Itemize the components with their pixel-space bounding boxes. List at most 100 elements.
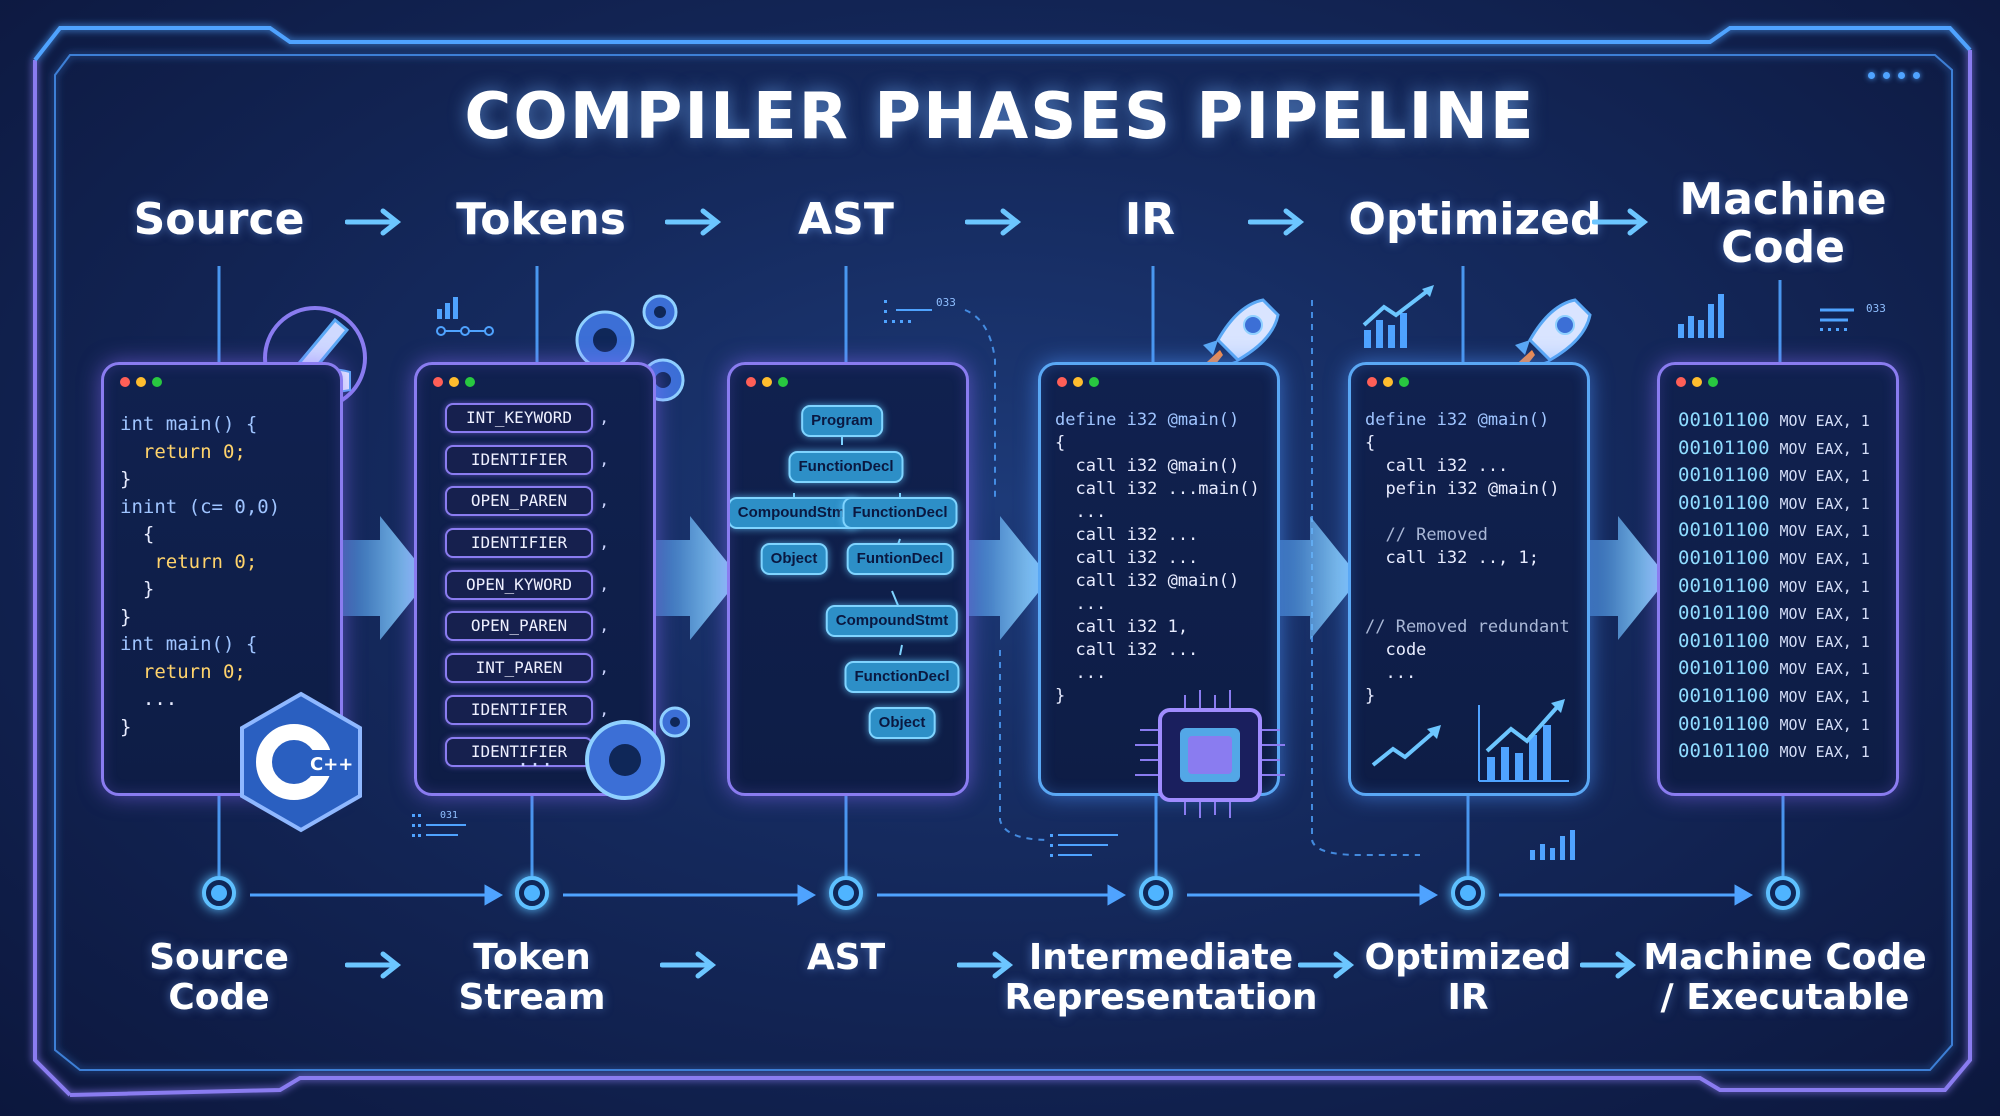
- page-title: COMPILER PHASES PIPELINE: [464, 80, 1536, 154]
- code-line: ...: [1055, 594, 1107, 614]
- code-line: call i32 ...: [1055, 525, 1199, 545]
- ast-node-object-2: Object: [868, 707, 936, 739]
- machine-code-instruction: MOV EAX, 1: [1779, 605, 1870, 624]
- code-line: call i32 @main(): [1055, 571, 1240, 591]
- ast-node-compoundstmt: CompoundStmt: [730, 497, 861, 529]
- machine-code-binary: 00101100: [1678, 657, 1770, 680]
- code-line: inint (c= 0,0): [120, 495, 281, 518]
- code-line: // Removed: [1365, 525, 1488, 545]
- bottom-arrow-3: [957, 951, 1014, 979]
- code-line: ...: [1365, 663, 1417, 683]
- code-line: call i32 ...: [1055, 640, 1199, 660]
- code-line: call i32 .., 1;: [1365, 548, 1539, 568]
- pipeline-node-4: [1139, 876, 1173, 910]
- bottom-stage-machine-code: Machine Code / Executable: [1643, 937, 1927, 1018]
- code-line: call i32 @main(): [1055, 456, 1240, 476]
- top-stage-ir: IR: [1124, 194, 1176, 245]
- code-line: }: [120, 468, 132, 490]
- code-line: [1365, 570, 1581, 593]
- top-arrow-1: [345, 208, 402, 236]
- machine-code-binary: 00101100: [1678, 491, 1770, 514]
- tokens-panel: INT_KEYWORDIDENTIFIEROPEN_PARENIDENTIFIE…: [414, 362, 656, 796]
- machine-code-row: 00101100 MOV EAX, 1: [1678, 407, 1870, 435]
- machine-code-binary: 00101100: [1678, 712, 1770, 735]
- top-arrow-2: [665, 208, 722, 236]
- machine-code-binary: 00101100: [1678, 464, 1770, 487]
- machine-code-binary: 00101100: [1678, 629, 1770, 652]
- pipeline-node-5: [1451, 876, 1485, 910]
- code-line: }: [120, 578, 155, 600]
- code-line: int main() {: [120, 633, 258, 655]
- ast-panel: Program FunctionDecl CompoundStmt Functi…: [727, 362, 969, 796]
- cpu-chip-icon: [1135, 690, 1285, 818]
- machine-code-instruction: MOV EAX, 1: [1779, 577, 1870, 596]
- top-arrow-5: [1592, 208, 1649, 236]
- optimized-code-text: define i32 @main(){ call i32 ... pefin i…: [1365, 409, 1581, 708]
- window-controls: [746, 377, 788, 387]
- code-line: {: [120, 523, 155, 545]
- machine-code-binary: 00101100: [1678, 602, 1770, 625]
- code-line: return 0;: [120, 550, 258, 573]
- bottom-arrow-2: [660, 951, 717, 979]
- bottom-arrow-4: [1298, 951, 1355, 979]
- token-item: IDENTIFIER: [445, 444, 609, 475]
- ast-node-functiondecl-2: FunctionDecl: [842, 497, 958, 529]
- bottom-stage-optimized-ir: Optimized IR: [1364, 937, 1572, 1018]
- optimized-panel: define i32 @main(){ call i32 ... pefin i…: [1348, 362, 1590, 796]
- token-item: OPEN_KYWORD: [445, 569, 609, 600]
- machine-code-instruction: MOV EAX, 1: [1779, 715, 1870, 734]
- code-number-label-3: 031: [440, 810, 458, 821]
- top-stage-tokens: Tokens: [456, 194, 626, 245]
- code-line: pefin i32 @main(): [1365, 479, 1560, 499]
- token-item: INT_KEYWORD: [445, 403, 609, 433]
- top-stage-ast: AST: [798, 194, 894, 245]
- ast-node-functiondecl: FunctionDecl: [788, 451, 904, 483]
- code-line: }: [120, 605, 132, 628]
- small-bars-icon: [1530, 830, 1575, 860]
- code-snippet-icon: 033: [884, 296, 956, 323]
- top-stage-machine-code: Machine Code: [1679, 174, 1887, 274]
- bottom-arrow-5: [1580, 951, 1637, 979]
- code-line: define i32 @main(): [1055, 410, 1240, 430]
- tokens-ellipsis: ...: [517, 747, 554, 771]
- code-line: // Removed redundant: [1365, 617, 1570, 637]
- code-snippet-icon-2: 031: [412, 810, 466, 837]
- machine-code-instruction: MOV EAX, 1: [1779, 412, 1870, 430]
- machine-code-instruction: MOV EAX, 1: [1779, 439, 1870, 458]
- ast-node-funtiondecl: FuntionDecl: [846, 543, 954, 575]
- token-item: OPEN_PAREN: [445, 486, 609, 517]
- window-controls: [1367, 377, 1409, 387]
- machine-code-row: 00101100 MOV EAX, 1: [1678, 628, 1870, 656]
- code-lines-icon: 033: [1820, 302, 1886, 331]
- pipeline-node-2: [515, 876, 549, 910]
- code-line: call i32 ...main(): [1055, 479, 1260, 499]
- machine-code-binary: 00101100: [1678, 740, 1770, 763]
- top-arrow-4: [1248, 208, 1305, 236]
- ast-node-functiondecl-3: FunctionDecl: [844, 661, 960, 693]
- machine-code-instruction: MOV EAX, 1: [1779, 632, 1870, 651]
- machine-code-binary: 00101100: [1678, 684, 1770, 707]
- growth-chart-icon: [1371, 699, 1569, 782]
- code-number-label: 033: [936, 296, 956, 309]
- code-line: ...: [1055, 502, 1107, 522]
- bottom-arrow-1: [345, 951, 402, 979]
- window-controls: [1676, 377, 1718, 387]
- code-line: {: [1055, 433, 1066, 453]
- code-line: define i32 @main(): [1365, 410, 1550, 430]
- machine-code-binary: 00101100: [1678, 409, 1770, 431]
- machine-code-binary: 00101100: [1678, 546, 1770, 569]
- window-controls: [120, 377, 162, 387]
- code-line: call i32 ...: [1365, 456, 1509, 476]
- top-arrow-3: [965, 208, 1022, 236]
- gear-icon: [585, 706, 690, 800]
- code-line: call i32 ...: [1055, 548, 1199, 568]
- token-item: INT_PAREN: [445, 653, 609, 684]
- token-item: OPEN_PAREN: [445, 611, 609, 642]
- code-line: return 0;: [120, 440, 246, 463]
- window-controls: [1057, 377, 1099, 387]
